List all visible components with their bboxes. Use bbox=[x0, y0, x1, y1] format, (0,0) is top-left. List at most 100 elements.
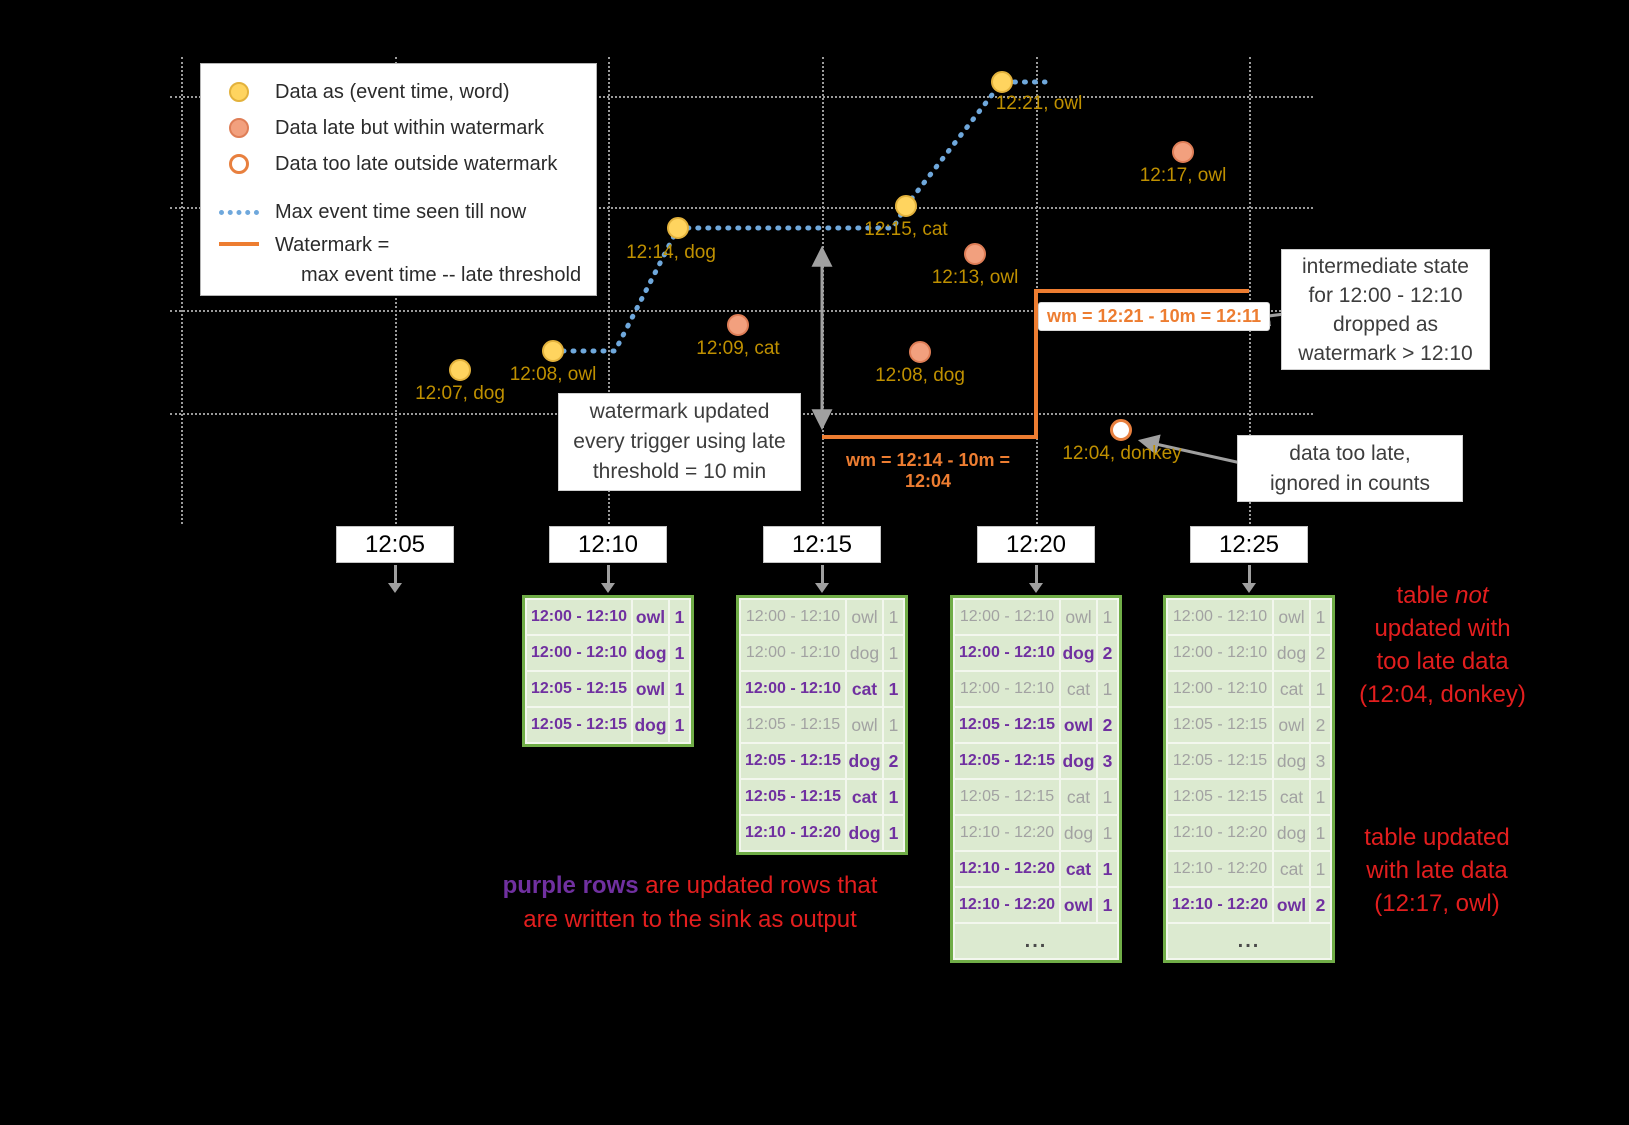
event-point-label: 12:14, dog bbox=[626, 242, 716, 263]
trigger-time-box: 12:20 bbox=[977, 526, 1095, 563]
callout-watermark-updated: watermark updated every trigger using la… bbox=[558, 393, 801, 491]
event-point-label: 12:13, owl bbox=[931, 267, 1019, 288]
word-cell: cat bbox=[1061, 780, 1096, 814]
word-cell: dog bbox=[1274, 744, 1309, 778]
callout-too-late: data too late, ignored in counts bbox=[1237, 435, 1463, 502]
note-text: are updated rows that are written to the… bbox=[523, 872, 878, 933]
count-cell: 3 bbox=[1098, 744, 1117, 778]
window-cell: 12:05 - 12:15 bbox=[741, 780, 845, 814]
legend-label: Data as (event time, word) bbox=[275, 80, 510, 103]
event-point-ontime bbox=[895, 195, 917, 217]
count-cell: 1 bbox=[884, 816, 903, 850]
window-cell: 12:10 - 12:20 bbox=[741, 816, 845, 850]
word-cell: owl bbox=[633, 600, 668, 634]
window-cell: 12:00 - 12:10 bbox=[527, 600, 631, 634]
legend-label: Data late but within watermark bbox=[275, 116, 545, 139]
count-cell: 1 bbox=[884, 600, 903, 634]
grid-vline bbox=[1249, 57, 1251, 524]
trigger-arrow bbox=[1248, 565, 1251, 585]
window-cell: 12:10 - 12:20 bbox=[955, 888, 1059, 922]
trigger-time-box: 12:05 bbox=[336, 526, 454, 563]
event-point-label: 12:09, cat bbox=[696, 338, 780, 359]
word-cell: owl bbox=[633, 672, 668, 706]
window-cell: 12:00 - 12:10 bbox=[955, 672, 1059, 706]
event-point-ontime bbox=[449, 359, 471, 381]
watermark-line bbox=[822, 289, 1249, 439]
window-cell: 12:00 - 12:10 bbox=[1168, 600, 1272, 634]
word-cell: cat bbox=[847, 780, 882, 814]
note-text: updated with too late data (12:04, donke… bbox=[1359, 615, 1526, 708]
count-cell: 1 bbox=[1098, 888, 1117, 922]
count-cell: 1 bbox=[1311, 780, 1330, 814]
count-cell: 1 bbox=[1098, 852, 1117, 886]
legend-sample bbox=[217, 209, 261, 215]
word-cell: dog bbox=[633, 708, 668, 742]
word-cell: dog bbox=[1274, 636, 1309, 670]
event-point-late bbox=[727, 314, 749, 336]
toolate-dot-icon bbox=[229, 154, 249, 174]
word-cell: cat bbox=[1274, 852, 1309, 886]
word-cell: dog bbox=[1061, 816, 1096, 850]
window-cell: 12:05 - 12:15 bbox=[741, 708, 845, 742]
note-late-updated: table updated with late data (12:17, owl… bbox=[1364, 824, 1510, 917]
legend-item-watermark: Watermark = max event time -- late thres… bbox=[217, 230, 596, 290]
window-cell: 12:10 - 12:20 bbox=[955, 852, 1059, 886]
count-cell: 1 bbox=[1098, 780, 1117, 814]
count-cell: 2 bbox=[1311, 636, 1330, 670]
trigger-arrow bbox=[394, 565, 397, 585]
word-cell: owl bbox=[847, 600, 882, 634]
count-cell: 1 bbox=[1098, 600, 1117, 634]
event-point-label: 12:21, owl bbox=[995, 93, 1083, 114]
word-cell: dog bbox=[847, 744, 882, 778]
count-cell: 1 bbox=[884, 780, 903, 814]
window-cell: 12:10 - 12:20 bbox=[1168, 816, 1272, 850]
window-cell: 12:00 - 12:10 bbox=[527, 636, 631, 670]
event-point-label: 12:07, dog bbox=[415, 383, 505, 404]
word-cell: dog bbox=[1061, 636, 1096, 670]
watermark-label-2: wm = 12:21 - 10m = 12:11 bbox=[1038, 302, 1271, 331]
event-point-ontime bbox=[542, 340, 564, 362]
count-cell: 1 bbox=[670, 600, 689, 634]
legend-sample bbox=[217, 154, 261, 174]
legend-item-max-event-time: Max event time seen till now bbox=[217, 194, 596, 230]
grid-hline bbox=[170, 96, 1313, 98]
word-cell: owl bbox=[1061, 708, 1096, 742]
word-cell: dog bbox=[633, 636, 668, 670]
count-cell: 2 bbox=[884, 744, 903, 778]
count-cell: 1 bbox=[1311, 816, 1330, 850]
count-cell: 1 bbox=[884, 672, 903, 706]
grid-hline bbox=[170, 207, 1313, 209]
word-cell: owl bbox=[1061, 888, 1096, 922]
word-cell: owl bbox=[847, 708, 882, 742]
trigger-time-box: 12:25 bbox=[1190, 526, 1308, 563]
word-cell: dog bbox=[847, 816, 882, 850]
too-late-arrow bbox=[1137, 434, 1242, 465]
note-sink-output: purple rows are updated rows that are wr… bbox=[490, 869, 890, 937]
word-cell: owl bbox=[1274, 708, 1309, 742]
result-ellipsis-row: ... bbox=[955, 924, 1117, 958]
event-point-late bbox=[1172, 141, 1194, 163]
word-cell: dog bbox=[1274, 816, 1309, 850]
trigger-arrow-head-icon bbox=[388, 583, 402, 593]
window-cell: 12:10 - 12:20 bbox=[1168, 852, 1272, 886]
event-point-label: 12:17, owl bbox=[1139, 165, 1227, 186]
trigger-time-box: 12:10 bbox=[549, 526, 667, 563]
window-cell: 12:05 - 12:15 bbox=[955, 708, 1059, 742]
window-cell: 12:05 - 12:15 bbox=[955, 744, 1059, 778]
